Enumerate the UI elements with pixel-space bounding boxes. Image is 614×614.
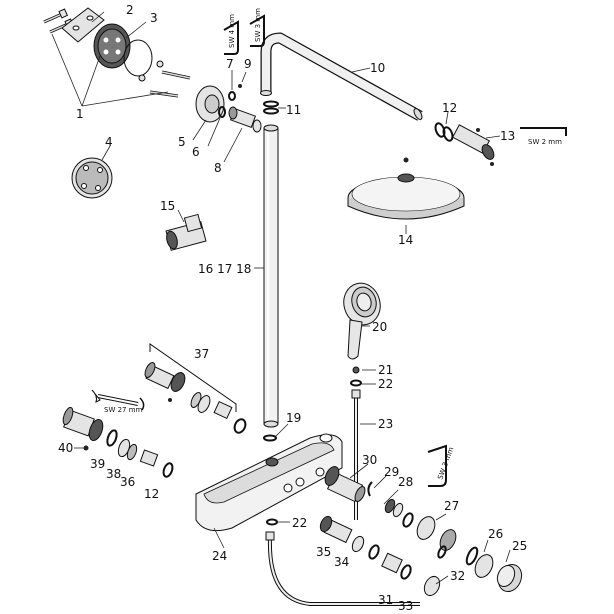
clip-part-29 <box>367 481 373 497</box>
handle-part-27 <box>416 516 457 559</box>
callout-13: 13 <box>500 129 515 143</box>
screw-part-1c <box>138 60 191 98</box>
hand-shower-part-20 <box>343 282 381 360</box>
callout-24: 24 <box>212 549 227 563</box>
nut-part-36 <box>139 449 159 467</box>
callout-35: 35 <box>316 545 331 559</box>
callout-1: 1 <box>76 107 84 121</box>
screw-part-9 <box>238 84 242 88</box>
screw-part-1a <box>43 8 69 24</box>
callout-26: 26 <box>488 527 503 541</box>
hex-key-3mm-top <box>249 14 265 47</box>
tool-label-sw3-top: SW 3 mm <box>254 8 262 42</box>
seal-part-21 <box>352 366 360 374</box>
part-28 <box>384 498 404 518</box>
callout-11: 11 <box>286 103 301 117</box>
callout-4: 4 <box>105 135 113 149</box>
overhead-connector-group <box>434 111 501 166</box>
connector-part-13 <box>452 124 495 166</box>
tool-label-sw27: SW 27 mm <box>104 406 143 414</box>
callout-22-bottom: 22 <box>292 516 307 530</box>
callout-15: 15 <box>160 199 175 213</box>
washer-part-22-bottom <box>266 518 278 526</box>
callout-38: 38 <box>106 467 121 481</box>
rosette-part-5 <box>195 85 225 123</box>
callout-20: 20 <box>372 320 387 334</box>
callout-14: 14 <box>398 233 413 247</box>
callout-29: 29 <box>384 465 399 479</box>
holder-part-15 <box>165 209 207 251</box>
wall-bracket-group <box>43 7 191 199</box>
hex-key-3mm-bottom <box>427 444 447 487</box>
hex-key-2mm <box>520 127 567 136</box>
callout-23: 23 <box>378 417 393 431</box>
inlet-kit-part-37 <box>144 343 247 434</box>
callout-33: 33 <box>398 599 413 613</box>
cartridge-part-30 <box>324 466 366 503</box>
fitting-part-38 <box>117 438 138 461</box>
orings-part-12-top <box>434 122 454 142</box>
wall-plate-part-4 <box>71 157 113 199</box>
callout-27: 27 <box>444 499 459 513</box>
rail-pipe <box>263 124 279 428</box>
shower-rail-group <box>254 32 423 428</box>
inlet-fitting-37a <box>144 362 186 402</box>
callout-21: 21 <box>378 363 393 377</box>
callout-8: 8 <box>214 161 222 175</box>
wall-connector-group <box>192 70 262 163</box>
mounting-disc-part-3 <box>93 23 153 77</box>
callout-16-17-18: 16 17 18 <box>198 262 251 276</box>
callout-7: 7 <box>226 57 234 71</box>
callout-30: 30 <box>362 453 377 467</box>
callout-34: 34 <box>334 555 349 569</box>
connector-part-8 <box>228 106 262 133</box>
callout-36: 36 <box>120 475 135 489</box>
left-inlet-group <box>62 406 174 478</box>
eccentric-part-39 <box>62 406 104 451</box>
ring-part-11 <box>263 100 279 115</box>
inlet-fitting-37b <box>190 392 247 434</box>
cap-part-25 <box>496 563 523 593</box>
callout-10: 10 <box>370 61 385 75</box>
callout-2: 2 <box>126 3 134 17</box>
ring-part-26 <box>465 546 494 578</box>
callout-32: 32 <box>450 569 465 583</box>
valve-lower-parts-31-35 <box>319 515 441 597</box>
callout-6: 6 <box>192 145 200 159</box>
cover-plate-part-2 <box>61 7 105 43</box>
callout-19: 19 <box>286 411 301 425</box>
callout-22-top: 22 <box>378 377 393 391</box>
callout-31: 31 <box>378 593 393 607</box>
wrench-tool <box>91 389 145 411</box>
thermostat-body-part-24 <box>195 423 343 549</box>
hex-key-4mm <box>223 20 239 55</box>
callout-40: 40 <box>58 441 73 455</box>
oring-part-7 <box>228 91 236 101</box>
callout-25: 25 <box>512 539 527 553</box>
callout-37: 37 <box>194 347 209 361</box>
callout-3: 3 <box>150 11 158 25</box>
overhead-shower-part-14 <box>347 157 465 234</box>
callout-12-top: 12 <box>442 101 457 115</box>
tool-label-sw2: SW 2 mm <box>528 138 562 146</box>
washer-part-22-top <box>350 379 362 387</box>
callout-12-bottom: 12 <box>144 487 159 501</box>
tool-label-sw4: SW 4 mm <box>228 14 236 48</box>
shower-arm-part-10 <box>260 32 423 121</box>
callout-39: 39 <box>90 457 105 471</box>
callout-5: 5 <box>178 135 186 149</box>
valve-group <box>319 463 523 597</box>
callout-28: 28 <box>398 475 413 489</box>
callout-9: 9 <box>244 57 252 71</box>
oring-part-6 <box>218 106 226 118</box>
